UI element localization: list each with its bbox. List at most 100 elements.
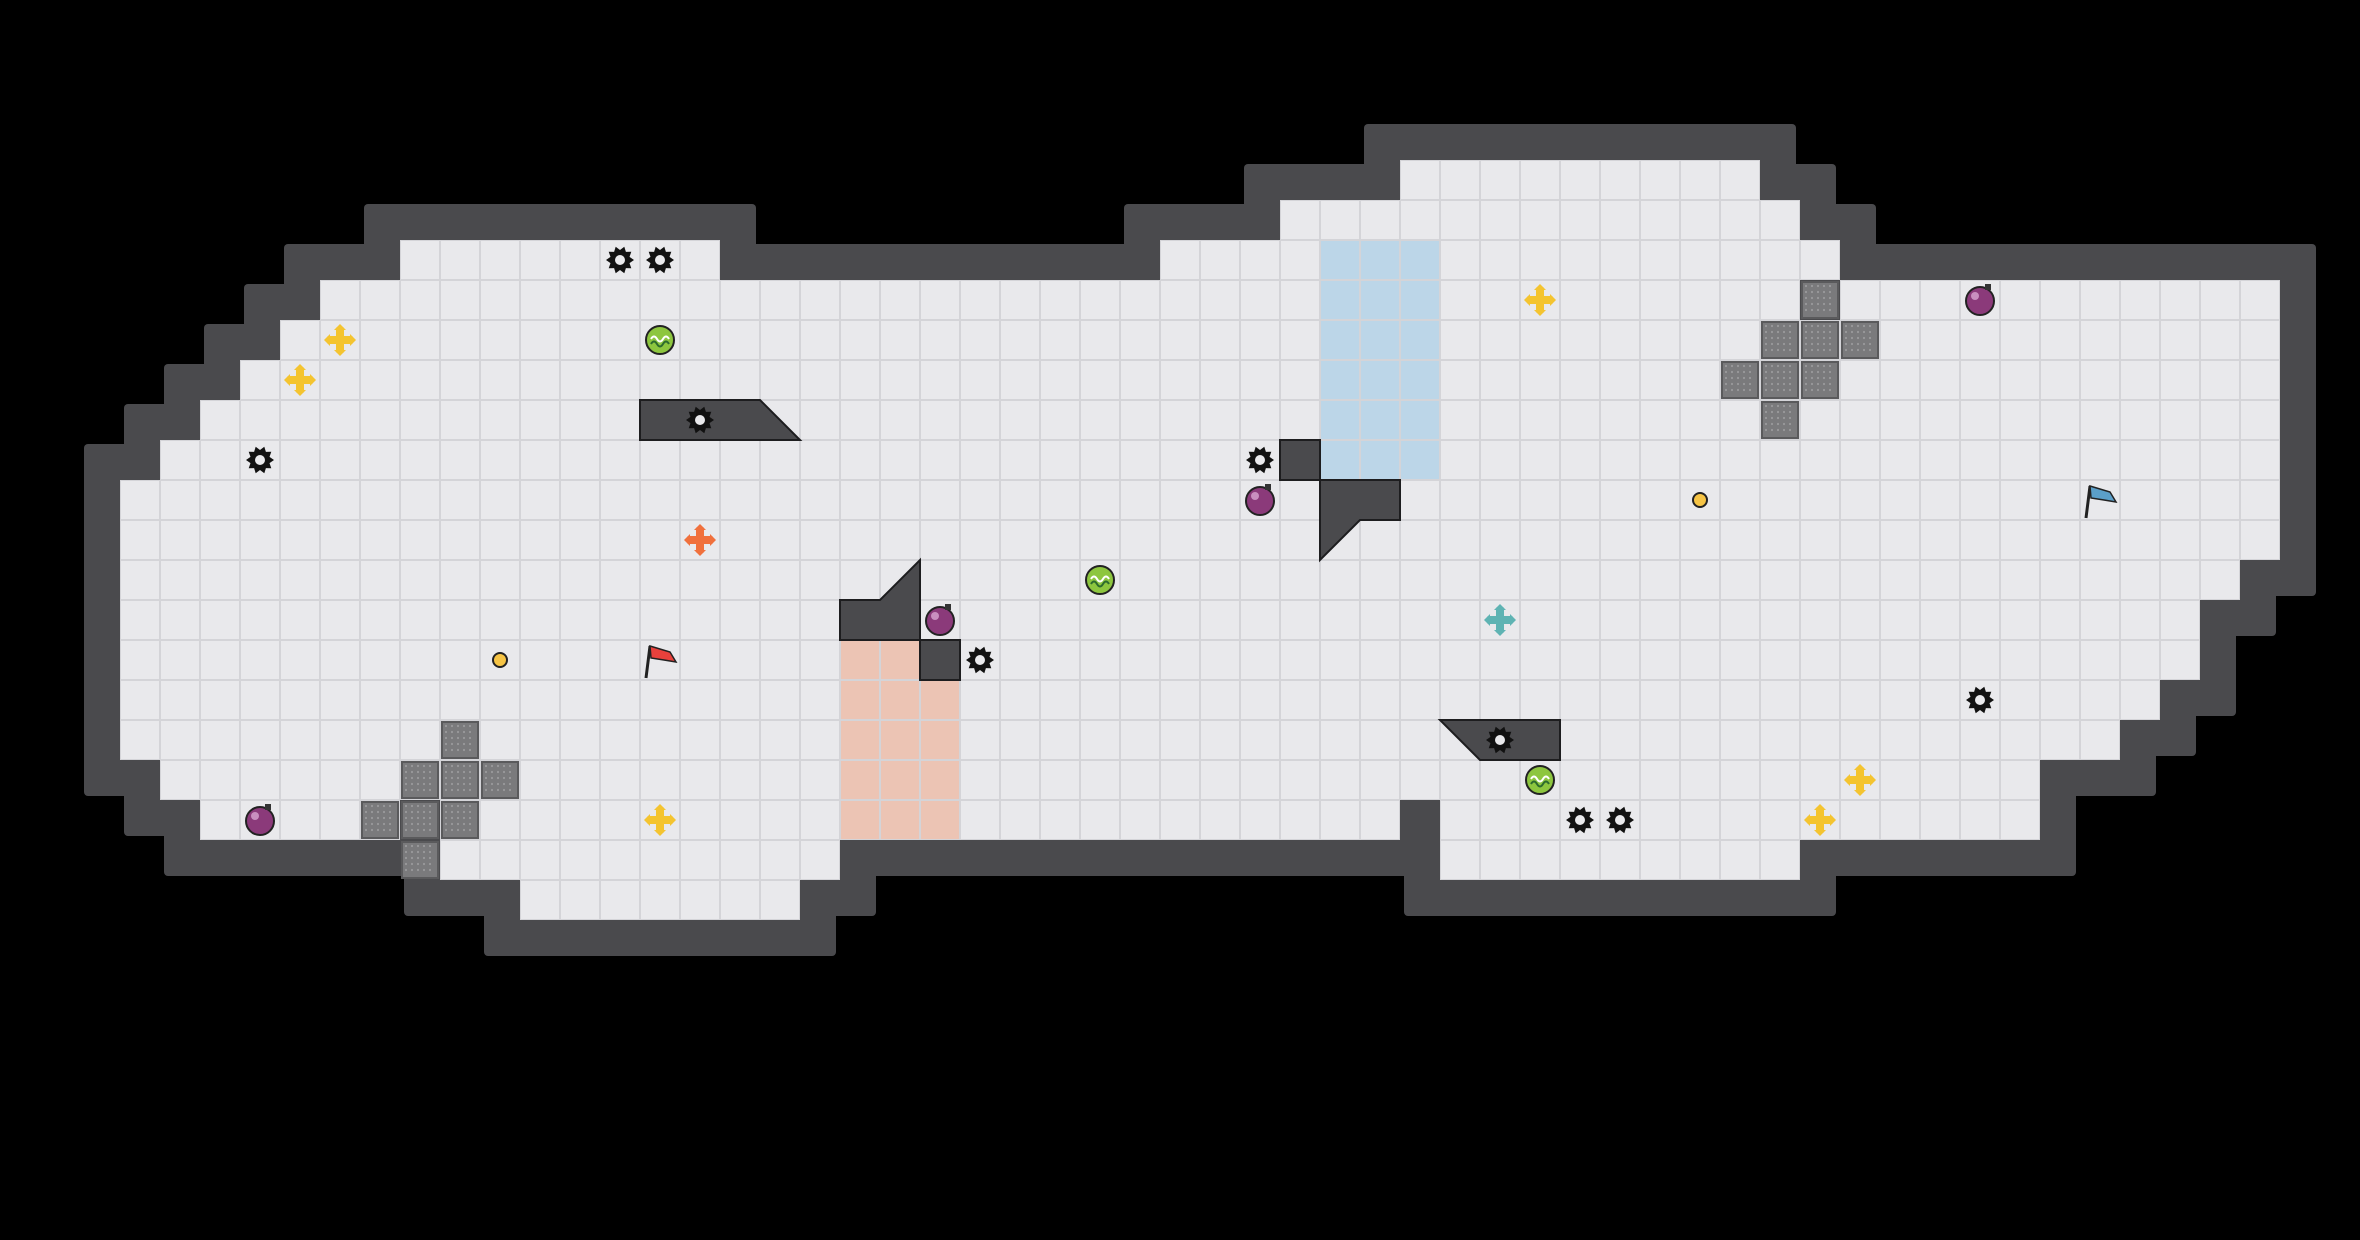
floor-tile — [1560, 760, 1600, 800]
grid-cell — [1520, 840, 1560, 880]
floor-tile — [320, 480, 360, 520]
floor-tile — [680, 720, 720, 760]
grid-cell — [1040, 400, 1080, 440]
grid-cell — [320, 360, 360, 400]
floor-tile — [440, 440, 480, 480]
floor-tile — [1000, 560, 1040, 600]
grid-cell — [2000, 560, 2040, 600]
floor-tile — [1920, 480, 1960, 520]
grid-cell — [1440, 200, 1480, 240]
floor-tile — [280, 760, 320, 800]
grid-cell — [1880, 320, 1920, 360]
grid-cell — [1240, 760, 1280, 800]
bomb-tile — [1761, 361, 1799, 399]
grid-cell — [480, 480, 520, 520]
floor-tile — [1920, 280, 1960, 320]
floor-tile — [880, 400, 920, 440]
grid-cell — [520, 240, 560, 280]
floor-tile — [1320, 560, 1360, 600]
floor-tile — [160, 560, 200, 600]
grid-cell — [1720, 240, 1760, 280]
grid-cell — [320, 440, 360, 480]
grid-cell — [1000, 800, 1040, 840]
floor-tile — [1200, 440, 1240, 480]
floor-tile — [440, 640, 480, 680]
grid-cell — [1760, 360, 1800, 400]
grid-cell — [760, 600, 800, 640]
floor-tile — [520, 840, 560, 880]
floor-tile — [2120, 640, 2160, 680]
floor-tile — [1080, 600, 1120, 640]
grid-cell — [120, 520, 160, 560]
grid-cell — [640, 880, 680, 920]
floor-tile — [280, 800, 320, 840]
grid-cell — [1040, 760, 1080, 800]
grid-cell — [1920, 640, 1960, 680]
grid-cell — [480, 600, 520, 640]
floor-tile — [1280, 680, 1320, 720]
floor-tile — [1240, 720, 1280, 760]
floor-tile — [1040, 320, 1080, 360]
floor-tile — [560, 840, 600, 880]
grid-cell — [2000, 280, 2040, 320]
floor-tile — [1680, 800, 1720, 840]
grid-cell — [1560, 200, 1600, 240]
grid-cell — [1680, 720, 1720, 760]
grid-cell — [1480, 280, 1520, 320]
grid-cell — [1440, 640, 1480, 680]
grid-cell — [1800, 480, 1840, 520]
grid-cell — [1640, 720, 1680, 760]
floor-tile — [360, 520, 400, 560]
grid-cell — [1400, 160, 1440, 200]
grid-cell — [1760, 560, 1800, 600]
grid-cell — [800, 680, 840, 720]
floor-tile — [720, 360, 760, 400]
floor-tile — [1040, 480, 1080, 520]
spike-icon — [966, 646, 994, 674]
floor-tile — [600, 400, 640, 440]
grid-cell — [560, 840, 600, 880]
floor-tile — [1000, 480, 1040, 520]
floor-tile — [1480, 560, 1520, 600]
grid-cell — [1640, 160, 1680, 200]
grid-cell — [2160, 480, 2200, 520]
grid-cell — [2200, 400, 2240, 440]
floor-tile — [920, 480, 960, 520]
floor-tile — [600, 680, 640, 720]
grid-cell — [200, 400, 240, 440]
floor-tile — [1080, 760, 1120, 800]
blue-zone-tile — [1400, 320, 1440, 360]
floor-tile — [2160, 480, 2200, 520]
grid-cell — [440, 720, 480, 760]
floor-tile — [1920, 760, 1960, 800]
grid-cell — [2240, 280, 2280, 320]
floor-tile — [200, 520, 240, 560]
floor-tile — [1640, 600, 1680, 640]
grid-cell — [2120, 400, 2160, 440]
grid-cell — [1600, 440, 1640, 480]
floor-tile — [1440, 680, 1480, 720]
floor-tile — [1040, 680, 1080, 720]
grid-cell — [1400, 240, 1440, 280]
floor-tile — [2040, 600, 2080, 640]
floor-tile — [1800, 760, 1840, 800]
grid-cell — [1320, 560, 1360, 600]
floor-tile — [2000, 280, 2040, 320]
floor-tile — [1200, 360, 1240, 400]
floor-tile — [600, 360, 640, 400]
grid-cell — [840, 320, 880, 360]
grid-cell — [1480, 320, 1520, 360]
floor-tile — [200, 800, 240, 840]
floor-tile — [480, 680, 520, 720]
floor-tile — [1240, 640, 1280, 680]
floor-tile — [1480, 440, 1520, 480]
floor-tile — [240, 680, 280, 720]
floor-tile — [1840, 600, 1880, 640]
spike-icon — [606, 246, 634, 274]
grid-cell — [840, 400, 880, 440]
floor-tile — [1000, 400, 1040, 440]
grid-cell — [1360, 320, 1400, 360]
floor-tile — [200, 600, 240, 640]
grid-cell — [1760, 280, 1800, 320]
grid-cell — [1760, 400, 1800, 440]
